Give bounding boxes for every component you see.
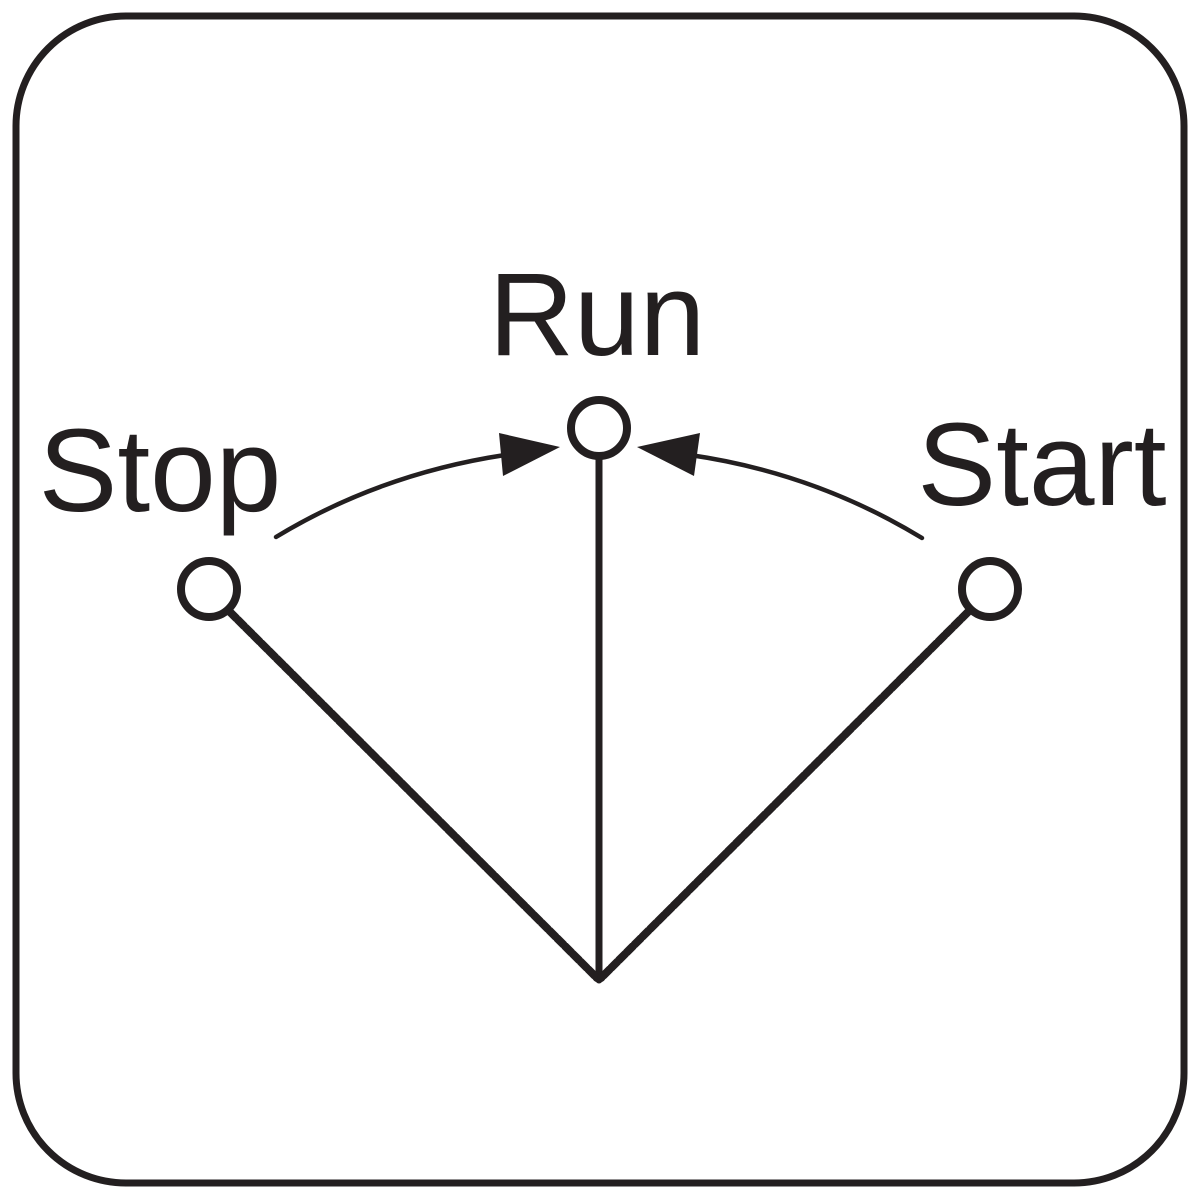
stop-position-circle <box>177 557 241 621</box>
stop-to-run-arrowhead <box>499 433 560 476</box>
label-run: Run <box>489 249 705 381</box>
label-start: Start <box>917 399 1166 531</box>
start-to-run-arrowhead <box>637 433 700 476</box>
start-to-run-arc <box>687 452 925 541</box>
start-position-circle <box>958 557 1022 621</box>
label-stop: Stop <box>39 405 282 537</box>
stop-to-run-arc <box>273 452 508 540</box>
stop-lever-line <box>226 608 601 982</box>
start-lever-line <box>597 608 972 982</box>
